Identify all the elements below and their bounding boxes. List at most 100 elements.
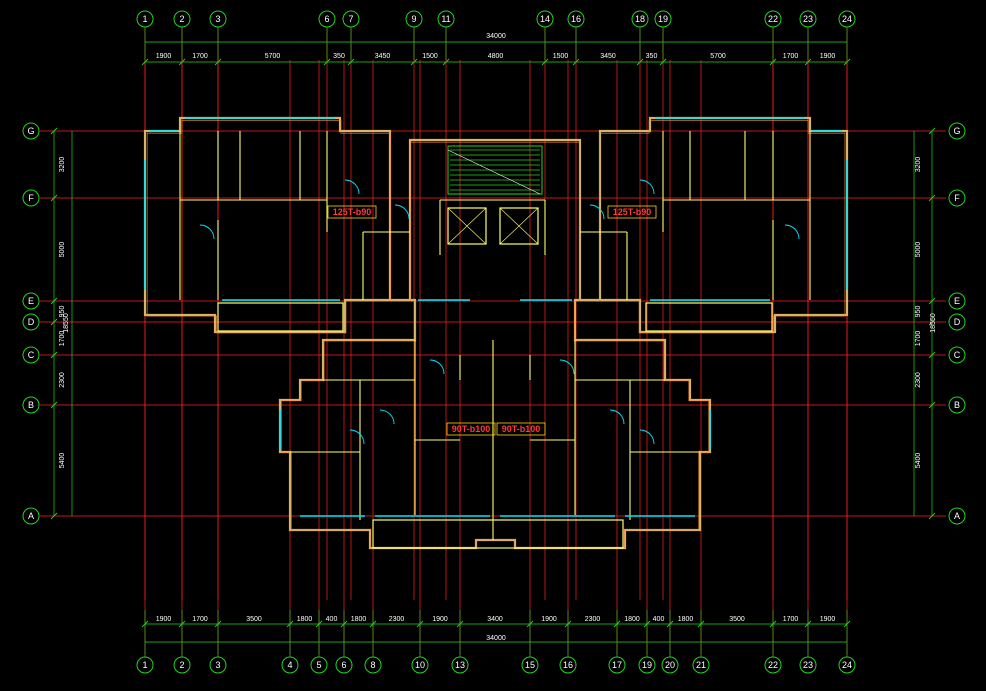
exterior-wall-inner — [146, 119, 846, 549]
dim-top-label: 1700 — [192, 53, 208, 60]
axis-label-top: 18 — [635, 14, 645, 24]
dim-tick — [50, 297, 58, 305]
dim-side-label-left: 5400 — [59, 453, 66, 469]
axis-label-top: 3 — [215, 14, 220, 24]
dim-side-label-left: 2300 — [59, 372, 66, 388]
axis-label-top: 7 — [348, 14, 353, 24]
dim-tick — [636, 58, 644, 66]
axis-bubble-right — [948, 507, 966, 525]
dim-bottom-label: 3500 — [246, 616, 262, 623]
axis-bubble-left — [22, 507, 40, 525]
dim-tick — [50, 351, 58, 359]
door-swing — [199, 224, 215, 240]
dim-tick — [50, 512, 58, 520]
dim-tick — [928, 127, 936, 135]
dim-tick — [323, 58, 331, 66]
dim-side-label-left: 3200 — [59, 157, 66, 173]
door-swing — [639, 429, 655, 445]
dim-bottom-label: 3400 — [487, 616, 503, 623]
building-walls — [143, 116, 849, 550]
unit-tag-frame — [446, 422, 496, 436]
dim-top-label: 1700 — [783, 53, 799, 60]
dim-top-label: 3450 — [375, 53, 391, 60]
dim-bottom-label: 1900 — [156, 616, 172, 623]
dim-top-label: 4800 — [488, 53, 504, 60]
axis-label-top: 2 — [179, 14, 184, 24]
room-details — [144, 117, 848, 549]
axis-label-right: F — [954, 193, 960, 203]
axis-label-bottom: 4 — [287, 660, 292, 670]
dim-tick — [928, 401, 936, 409]
axis-bubble-left — [22, 346, 40, 364]
dim-total-top-label: 34000 — [486, 33, 506, 40]
door-swing — [344, 179, 360, 195]
dim-tick — [347, 58, 355, 66]
stair-arrow — [447, 149, 541, 195]
unit-tag-frame — [607, 205, 657, 219]
door-swing — [589, 204, 605, 220]
dim-tick — [50, 401, 58, 409]
axis-label-right: D — [954, 317, 961, 327]
dim-tick — [804, 58, 812, 66]
dim-bottom-label: 1800 — [678, 616, 694, 623]
dim-top-label: 350 — [646, 53, 658, 60]
dim-tick — [928, 512, 936, 520]
axis-label-right: G — [953, 126, 960, 136]
unit-tag-frame — [496, 422, 546, 436]
axis-label-top: 19 — [658, 14, 668, 24]
axis-bubble-right — [948, 189, 966, 207]
axis-label-top: 14 — [540, 14, 550, 24]
axis-label-top: 6 — [324, 14, 329, 24]
unit-tag: 90T-b100 — [502, 424, 541, 434]
dim-tick — [442, 58, 450, 66]
axis-label-right: A — [954, 511, 960, 521]
dim-tick — [50, 194, 58, 202]
axis-label-bottom: 23 — [803, 660, 813, 670]
door-swing — [639, 179, 655, 195]
dim-side-total-left: 18550 — [63, 313, 70, 333]
dim-bottom-label: 1900 — [541, 616, 557, 623]
axis-label-bottom: 21 — [696, 660, 706, 670]
dim-tick — [572, 58, 580, 66]
dim-top-label: 1500 — [422, 53, 438, 60]
elevator-x — [499, 207, 539, 245]
balcony — [217, 302, 344, 332]
dim-side-label-left: 950 — [59, 306, 66, 318]
unit-tag: 125T-b90 — [613, 207, 652, 217]
axis-label-top: 22 — [768, 14, 778, 24]
dim-bottom-label: 2300 — [389, 616, 405, 623]
axis-label-bottom: 17 — [612, 660, 622, 670]
axis-label-left: C — [28, 350, 35, 360]
axis-bubble-right — [948, 396, 966, 414]
dim-top-label: 1900 — [820, 53, 836, 60]
axis-label-bottom: 15 — [525, 660, 535, 670]
axis-label-left: F — [28, 193, 34, 203]
axis-label-bottom: 2 — [179, 660, 184, 670]
axis-bubble-left — [22, 122, 40, 140]
dim-tick — [928, 194, 936, 202]
axis-label-bottom: 16 — [563, 660, 573, 670]
dim-top-label: 1900 — [156, 53, 172, 60]
axis-label-right: C — [954, 350, 961, 360]
axis-label-top: 1 — [142, 14, 147, 24]
axis-label-top: 9 — [411, 14, 416, 24]
axis-label-top: 11 — [441, 14, 450, 24]
dim-tick — [928, 297, 936, 305]
axis-bubble-right — [948, 292, 966, 310]
dim-bottom-label: 1700 — [192, 616, 208, 623]
unit-tag: 125T-b90 — [333, 207, 372, 217]
axis-bubble-right — [948, 346, 966, 364]
dim-top-label: 3450 — [600, 53, 616, 60]
axis-label-bottom: 5 — [316, 660, 321, 670]
axis-label-bottom: 10 — [415, 660, 425, 670]
dim-tick — [928, 351, 936, 359]
exterior-wall — [143, 116, 849, 550]
axis-label-top: 24 — [842, 14, 852, 24]
dim-tick — [214, 58, 222, 66]
stair-well — [447, 145, 543, 195]
door-swing — [784, 224, 800, 240]
